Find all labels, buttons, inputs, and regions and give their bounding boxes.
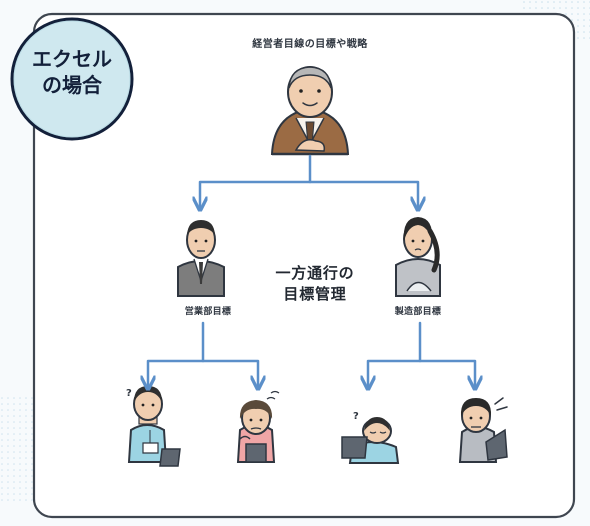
stress-lines-icon	[266, 396, 276, 400]
frustration-lines-icon	[494, 397, 504, 405]
excel-case-badge	[10, 17, 134, 141]
manufacturing-staff-2-icon	[458, 397, 508, 463]
manufacturing-manager-icon	[395, 217, 441, 297]
sales-department-goal-label: 営業部目標	[184, 307, 232, 317]
diagram-frame	[32, 12, 576, 519]
question-mark-icon: ?	[126, 388, 132, 399]
one-way-goal-management-label: 一方通行の 目標管理	[260, 263, 370, 305]
question-mark-icon: ?	[353, 411, 359, 422]
background-dots-left	[0, 395, 38, 505]
sales-staff-1-icon: ?	[126, 386, 181, 467]
sales-staff-2-icon	[236, 390, 280, 463]
manufacturing-department-goal-label: 製造部目標	[394, 307, 442, 317]
excel-case-label: エクセル の場合	[18, 46, 126, 98]
connector-executive-to-manufacturing	[308, 180, 418, 207]
center-line-1: 一方通行の	[275, 264, 355, 282]
connector-executive-to-sales	[200, 154, 312, 207]
connector-manufacturing-to-staff-1	[368, 321, 422, 386]
manufacturing-staff-1-icon: ?	[341, 411, 400, 464]
badge-line-2: の場合	[42, 73, 102, 97]
sales-manager-icon	[177, 220, 225, 297]
center-line-2: 目標管理	[283, 285, 347, 303]
connector-sales-to-staff-2	[201, 359, 258, 386]
executive-strategy-label: 経営者目線の目標や戦略	[252, 39, 368, 50]
badge-line-1: エクセル	[32, 47, 112, 71]
connector-sales-to-staff-1	[148, 321, 205, 386]
connector-manufacturing-to-staff-2	[418, 359, 475, 386]
executive-icon	[270, 66, 350, 156]
